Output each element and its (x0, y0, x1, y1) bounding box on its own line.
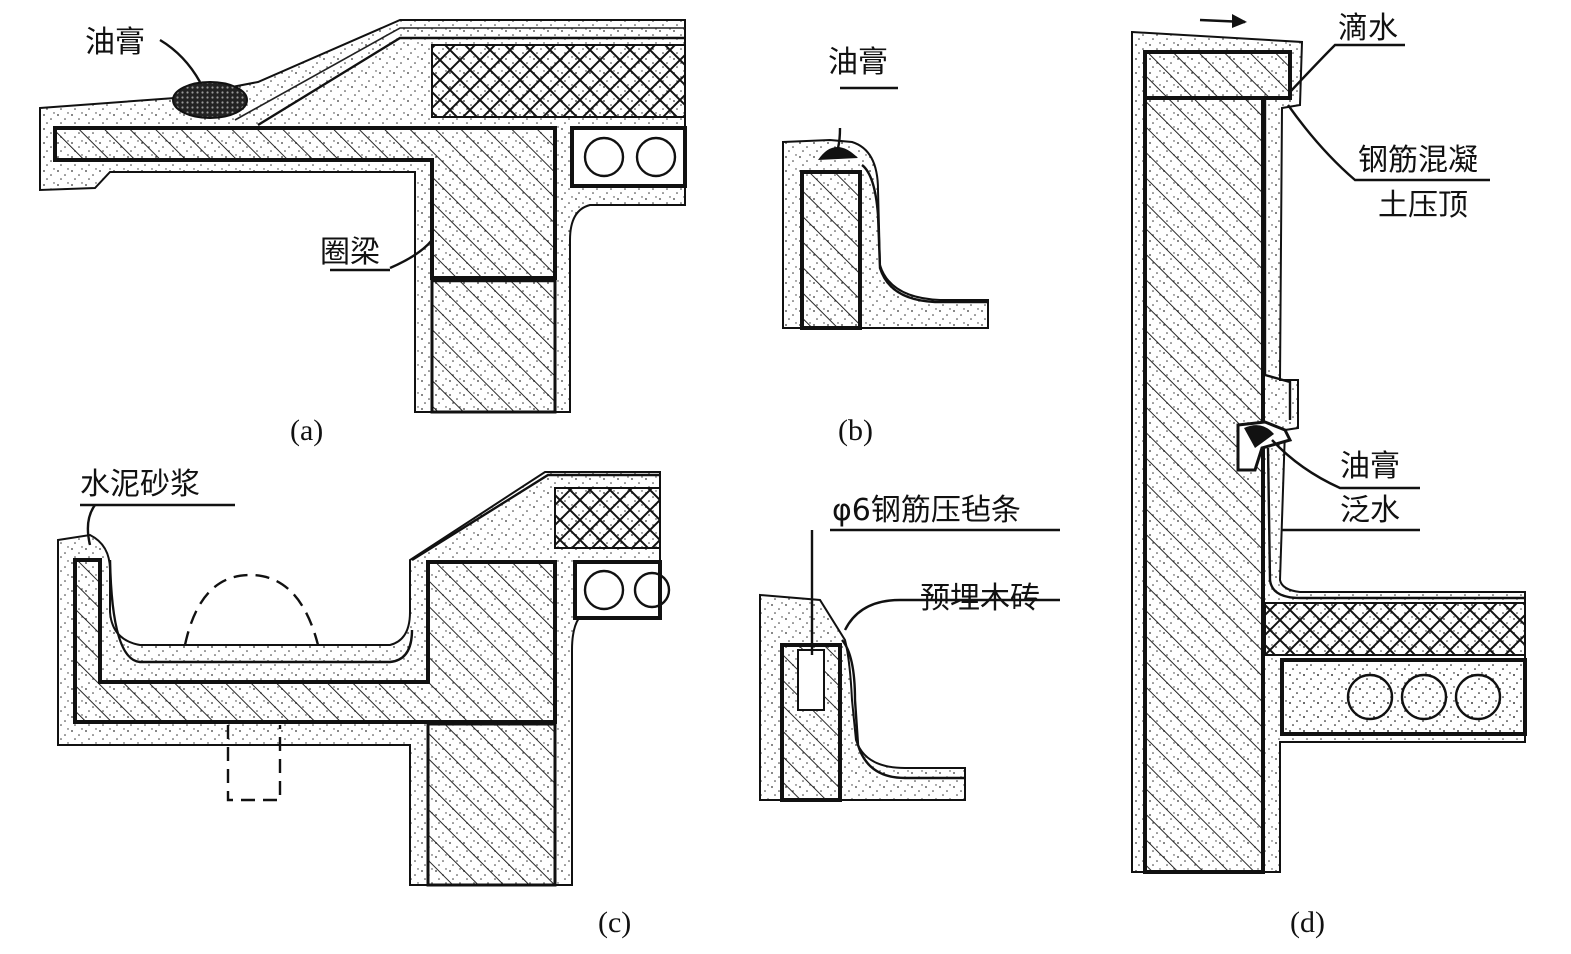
panel-a-wall (430, 278, 557, 414)
panel-a-sealant-blob (172, 81, 248, 119)
panel-a-roof-screed (257, 36, 685, 127)
panel-b-sealant (818, 146, 858, 160)
panel-a-caption: (a) (290, 414, 323, 447)
panel-d-wall (1143, 96, 1265, 874)
panel-c-insulation (554, 487, 661, 549)
panel-c-wall (426, 722, 557, 887)
panel-d-label-coping-1: 钢筋混凝 (1358, 143, 1478, 178)
panel-c-gutter-slab (73, 558, 557, 724)
panel-c-detail-label-rebar: φ6钢筋压毡条 (832, 493, 1021, 528)
panel-c: 水泥砂浆 (c) (57, 467, 671, 939)
panel-a: 油膏 圈梁 (a) (39, 19, 687, 447)
panel-d-label-flashing: 泛水 (1340, 493, 1400, 528)
panel-c-detail-wood-brick (797, 649, 825, 711)
panel-d-sealant (1244, 425, 1274, 448)
panel-d-insulation (1264, 602, 1526, 656)
panel-b-parapet (800, 170, 862, 330)
panel-d: 滴水 钢筋混凝 土压顶 油膏 泛水 (d) (1131, 11, 1527, 939)
panel-c-detail-label-wood: 预埋木砖 (920, 581, 1040, 616)
panel-b-caption: (b) (838, 414, 873, 447)
panel-a-label-ring-beam: 圈梁 (320, 235, 380, 270)
panel-a-eave-slab (53, 126, 557, 280)
panel-d-hollow-slab (1280, 658, 1527, 736)
panel-c-caption: (c) (598, 906, 631, 939)
panel-d-label-sealant: 油膏 (1340, 449, 1400, 484)
panel-b-label-sealant: 油膏 (828, 45, 888, 80)
panel-c-hollow-slab (573, 560, 662, 620)
panel-d-coping (1143, 50, 1292, 100)
panel-a-insulation (431, 44, 686, 118)
panel-d-label-coping-2: 土压顶 (1378, 188, 1468, 223)
panel-a-label-sealant: 油膏 (85, 25, 145, 60)
panel-c-detail: φ6钢筋压毡条 预埋木砖 (759, 493, 1060, 802)
panel-d-label-drip: 滴水 (1338, 11, 1398, 46)
panel-d-caption: (d) (1290, 906, 1325, 939)
panel-c-downpipe-dashed (183, 573, 320, 646)
panel-c-label-mortar: 水泥砂浆 (80, 467, 200, 502)
panel-a-hollow-slab (570, 126, 687, 188)
panel-b: 油膏 (b) (782, 45, 989, 447)
